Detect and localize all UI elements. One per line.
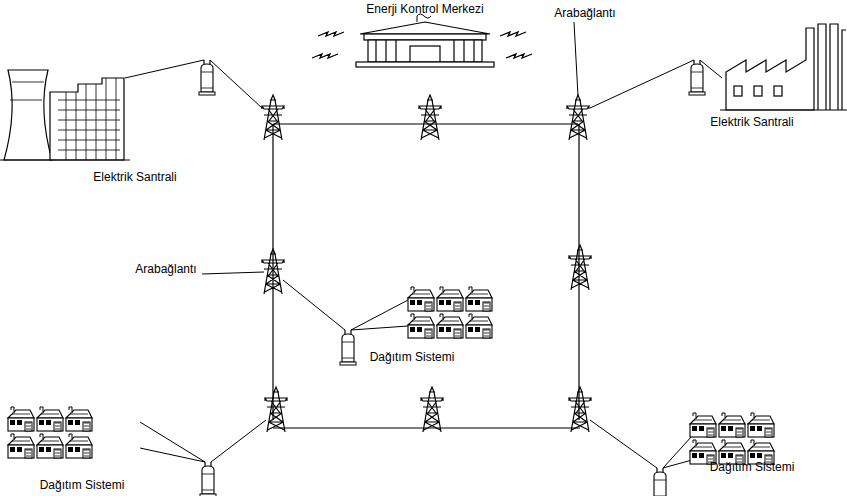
caption-label: Arabağlantı xyxy=(135,262,196,276)
caption-label: Dağıtım Sistemi xyxy=(370,350,455,364)
radio-signals xyxy=(312,32,532,58)
house xyxy=(690,413,716,437)
pylon xyxy=(421,387,443,432)
caption-label: Dağıtım Sistemi xyxy=(40,478,125,492)
pylon xyxy=(419,95,441,140)
house xyxy=(37,407,63,431)
caption-label: Enerji Kontrol Merkezi xyxy=(366,2,483,16)
house xyxy=(408,287,434,311)
transformers xyxy=(199,60,705,496)
house xyxy=(66,407,92,431)
house xyxy=(66,434,92,458)
house xyxy=(437,287,463,311)
house xyxy=(408,314,434,338)
leader-lines xyxy=(202,22,578,274)
caption-label: Elektrik Santrali xyxy=(710,115,793,129)
caption-label: Arabağlantı xyxy=(554,6,615,20)
houses xyxy=(8,287,774,464)
pylon xyxy=(265,387,287,432)
pylon xyxy=(567,95,589,140)
transformer xyxy=(652,468,668,496)
control-center xyxy=(356,14,494,67)
feeder-wires xyxy=(125,60,722,468)
factory xyxy=(720,24,847,110)
transformer xyxy=(340,330,356,365)
house xyxy=(437,314,463,338)
house xyxy=(37,434,63,458)
house xyxy=(8,434,34,458)
transmission-lines xyxy=(273,124,580,428)
pylon xyxy=(262,95,284,140)
pylon xyxy=(569,387,591,432)
caption-label: Dağıtım Sistemi xyxy=(710,460,795,474)
transformer xyxy=(200,462,216,496)
transformer xyxy=(689,60,705,95)
pylons xyxy=(262,95,591,432)
house xyxy=(466,314,492,338)
power-plant xyxy=(0,70,130,160)
house xyxy=(748,413,774,437)
house xyxy=(8,407,34,431)
transformer xyxy=(199,60,215,95)
pylon xyxy=(569,245,591,290)
house xyxy=(719,413,745,437)
pylon xyxy=(262,249,284,294)
caption-label: Elektrik Santrali xyxy=(93,170,176,184)
house xyxy=(466,287,492,311)
